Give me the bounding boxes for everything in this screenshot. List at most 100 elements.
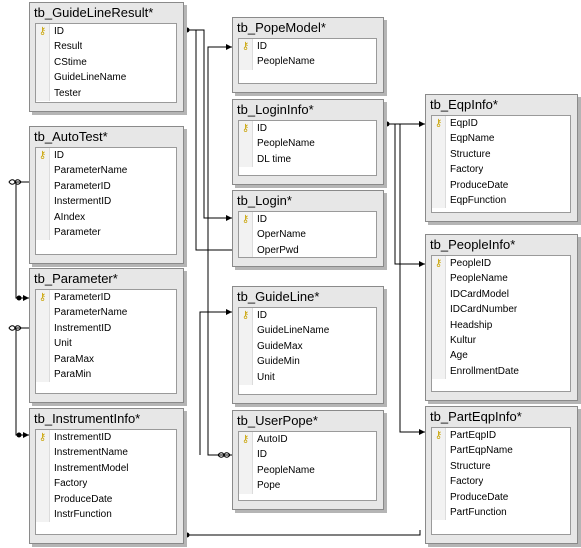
column-row[interactable]: ⚷ID <box>239 39 376 55</box>
row-selector <box>239 54 253 70</box>
column-row[interactable]: ⚷PeopleID <box>432 256 570 272</box>
column-name: PeopleName <box>257 138 315 150</box>
column-row[interactable]: PartEqpName <box>432 443 570 459</box>
key-end-icon <box>184 27 190 33</box>
column-row[interactable]: Factory <box>432 474 570 490</box>
row-selector <box>432 332 446 349</box>
column-name: ID <box>257 123 267 134</box>
key-icon: ⚷ <box>239 39 253 55</box>
column-row[interactable]: Structure <box>432 146 570 163</box>
column-row[interactable]: Kultur <box>432 332 570 349</box>
column-row[interactable]: EnrollmentDate <box>432 363 570 380</box>
column-row[interactable]: ⚷ ID <box>36 148 176 164</box>
infinity-icon <box>8 179 22 185</box>
column-row[interactable]: PartFunction <box>432 504 570 521</box>
column-row[interactable]: ⚷ID <box>239 212 376 228</box>
column-row[interactable]: IDCardModel <box>432 286 570 303</box>
column-name: AutoID <box>257 434 288 445</box>
column-row[interactable]: PeopleName <box>239 54 376 70</box>
column-row[interactable]: GuideLineName <box>239 323 376 339</box>
column-row[interactable]: GuideLineName <box>36 70 176 86</box>
column-row[interactable]: ParaMax <box>36 351 176 367</box>
column-row[interactable]: ⚷ EqpID <box>432 116 570 132</box>
column-row[interactable]: ProduceDate <box>432 177 570 193</box>
column-row[interactable]: ParaMin <box>36 366 176 383</box>
column-row[interactable]: InstrementName <box>36 445 176 461</box>
rel-line-guideline <box>199 311 232 455</box>
column-row[interactable]: ⚷ID <box>36 24 176 40</box>
column-row[interactable]: OperPwd <box>239 242 376 257</box>
column-row[interactable]: ParameterName <box>36 163 176 179</box>
column-row[interactable]: GuideMax <box>239 338 376 355</box>
column-name: PeopleName <box>450 273 508 285</box>
column-row[interactable]: Pope <box>239 478 376 494</box>
column-row[interactable]: Tester <box>36 85 176 101</box>
column-row[interactable]: PeopleName <box>239 462 376 479</box>
column-row[interactable]: ⚷PartEqpID <box>432 428 570 444</box>
column-row[interactable]: ⚷ID <box>239 121 376 137</box>
column-row[interactable]: EqpFunction <box>432 192 570 209</box>
column-row[interactable]: Unit <box>36 336 176 352</box>
table-title: tb_AutoTest* <box>34 129 108 144</box>
column-row[interactable]: CStime <box>36 54 176 71</box>
row-selector <box>36 305 50 321</box>
row-selector <box>239 462 253 479</box>
column-row[interactable]: PeopleName <box>432 271 570 287</box>
column-row[interactable]: InstrementModel <box>36 460 176 477</box>
column-row[interactable]: ⚷InstrementID <box>36 430 176 446</box>
column-row[interactable]: ProduceDate <box>432 489 570 505</box>
column-row[interactable]: PeopleName <box>239 136 376 152</box>
column-row[interactable]: InstrFunction <box>36 506 176 523</box>
column-row[interactable]: InstermentID <box>36 194 176 210</box>
column-row[interactable]: EqpName <box>432 131 570 147</box>
column-row[interactable]: ProduceDate <box>36 491 176 507</box>
row-selector <box>432 302 446 318</box>
column-row[interactable]: Factory <box>36 476 176 492</box>
column-name: ID <box>54 150 64 161</box>
key-icon: ⚷ <box>432 116 446 132</box>
table-title: tb_GuideLineResult* <box>34 5 154 20</box>
row-selector <box>36 491 50 507</box>
column-row[interactable]: ID <box>239 447 376 463</box>
column-row[interactable]: Structure <box>432 458 570 475</box>
column-row[interactable]: DL time <box>239 151 376 168</box>
column-row[interactable]: ParameterID <box>36 178 176 195</box>
column-row[interactable]: InstrementID <box>36 320 176 337</box>
column-row[interactable]: Unit <box>239 369 376 385</box>
column-row[interactable]: AIndex <box>36 209 176 225</box>
column-row[interactable]: IDCardNumber <box>432 302 570 318</box>
column-row[interactable]: Parameter <box>36 224 176 241</box>
column-name: PartEqpID <box>450 430 497 441</box>
column-name: Result <box>54 41 83 53</box>
column-row[interactable]: ⚷ParameterID <box>36 290 176 306</box>
column-row[interactable]: ParameterName <box>36 305 176 321</box>
key-icon: ⚷ <box>36 148 50 164</box>
column-name: EqpID <box>450 118 478 129</box>
column-name: InstrementID <box>54 322 112 334</box>
column-name: InstrementID <box>54 432 112 443</box>
column-row[interactable]: ⚷ID <box>239 308 376 324</box>
column-row[interactable]: Result <box>36 39 176 55</box>
column-row[interactable]: Factory <box>432 162 570 178</box>
column-row[interactable]: Headship <box>432 317 570 333</box>
column-row[interactable]: ⚷AutoID <box>239 432 376 448</box>
column-row[interactable]: GuideMin <box>239 354 376 370</box>
row-selector <box>432 489 446 505</box>
column-row[interactable]: OperName <box>239 227 376 243</box>
column-name: Tester <box>54 87 82 99</box>
key-icon: ⚷ <box>239 308 253 324</box>
column-row[interactable]: Age <box>432 348 570 364</box>
